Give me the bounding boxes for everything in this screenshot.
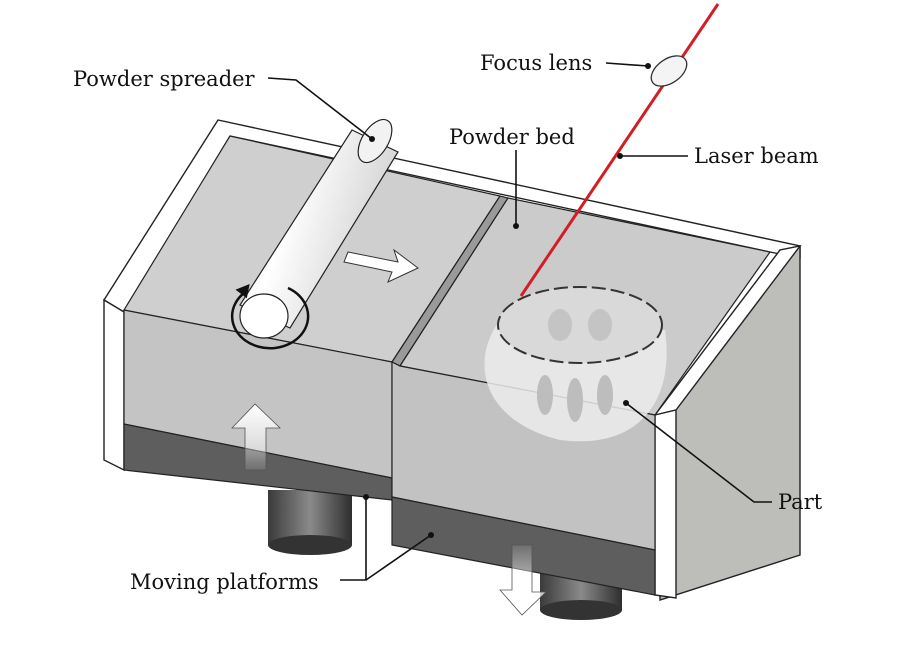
label-laser-beam: Laser beam bbox=[694, 144, 819, 168]
spread-direction-arrow-icon bbox=[343, 248, 419, 283]
platform-up-arrow-icon bbox=[231, 403, 281, 471]
leader-lines bbox=[267, 62, 772, 581]
rotation-arrow-icon bbox=[230, 283, 310, 350]
label-moving-platforms: Moving platforms bbox=[130, 570, 319, 594]
label-part: Part bbox=[778, 490, 823, 514]
laser-beam bbox=[519, 3, 720, 297]
platform-pistons bbox=[268, 490, 622, 620]
label-powder-bed: Powder bed bbox=[449, 125, 575, 149]
powder-spreader-roller bbox=[239, 118, 399, 339]
part bbox=[484, 286, 667, 442]
build-chamber-frame bbox=[103, 119, 802, 601]
focus-lens-icon bbox=[650, 55, 688, 87]
platform-down-arrow-icon bbox=[499, 544, 547, 616]
label-focus-lens: Focus lens bbox=[480, 51, 592, 75]
label-powder-spreader: Powder spreader bbox=[73, 67, 256, 91]
